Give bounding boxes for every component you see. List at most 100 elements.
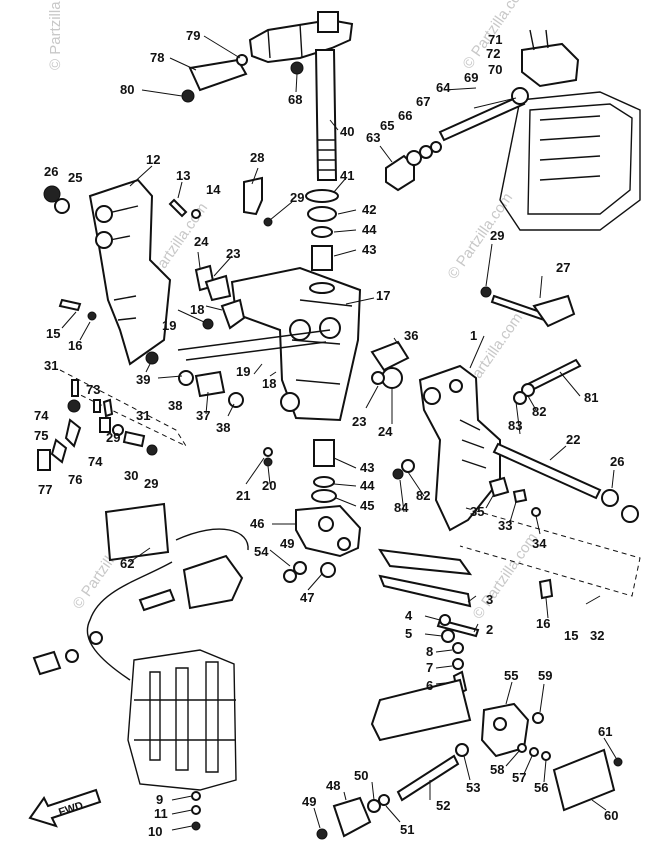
cable-bracket-assembly (32, 502, 249, 681)
bushing-43-top (311, 245, 333, 271)
callout-83: 83 (508, 418, 522, 433)
callout-32: 32 (590, 628, 604, 643)
callout-45: 45 (360, 498, 374, 513)
callout-6: 6 (426, 678, 433, 693)
callout-4: 4 (405, 608, 413, 623)
collar-69 (511, 87, 529, 105)
callout-26: 26 (44, 164, 58, 179)
callout-39: 39 (136, 372, 150, 387)
washer-67 (430, 141, 442, 153)
washer-57 (529, 747, 539, 757)
callout-23: 23 (226, 246, 240, 261)
washer-82-left (401, 459, 415, 473)
steering-arm-assembly (181, 11, 354, 181)
shaft-52 (396, 754, 460, 802)
left-clamp-bracket (43, 178, 201, 366)
collar-21 (263, 447, 273, 457)
callout-19: 19 (162, 318, 176, 333)
callout-18: 18 (262, 376, 276, 391)
callout-44: 44 (362, 222, 377, 237)
callout-29: 29 (106, 430, 120, 445)
callout-29: 29 (290, 190, 304, 205)
callout-27: 27 (556, 260, 570, 275)
washer-50 (367, 799, 381, 813)
callout-15: 15 (564, 628, 578, 643)
callout-30: 30 (124, 468, 138, 483)
callout-8: 8 (426, 644, 433, 659)
callout-41: 41 (340, 168, 354, 183)
swivel-bracket-17 (230, 266, 362, 422)
callout-43: 43 (362, 242, 376, 257)
pin-33 (512, 488, 528, 504)
right-clamp-bracket (392, 358, 641, 600)
washer-38-left (178, 370, 194, 386)
callout-24: 24 (378, 424, 393, 439)
plate-60 (552, 748, 616, 812)
washer-51 (378, 794, 390, 806)
bracket-62 (182, 554, 244, 610)
callout-71: 71 (488, 32, 502, 47)
callout-76: 76 (68, 472, 82, 487)
washer-7 (452, 658, 464, 670)
callout-22: 22 (566, 432, 580, 447)
nut-59 (532, 712, 544, 724)
callout-29: 29 (490, 228, 504, 243)
steering-shaft (314, 49, 338, 181)
washer-53 (455, 743, 469, 757)
callout-44: 44 (360, 478, 375, 493)
callout-labels: 1 2 3 4 5 6 7 8 9 10 11 12 13 14 15 15 1… (34, 28, 624, 839)
washer-4 (439, 614, 451, 626)
callout-14: 14 (206, 182, 221, 197)
callout-37: 37 (196, 408, 210, 423)
nut-29-right (480, 286, 492, 298)
bushing-23-left (204, 274, 232, 302)
callout-70: 70 (488, 62, 502, 77)
callout-31: 31 (44, 358, 58, 373)
callout-42: 42 (362, 202, 376, 217)
nut-68 (290, 61, 304, 75)
link-75 (64, 418, 82, 448)
callout-7: 7 (426, 660, 433, 675)
lower-unit-outline (127, 649, 237, 831)
callout-60: 60 (604, 808, 618, 823)
callout-16: 16 (68, 338, 82, 353)
callout-55: 55 (504, 668, 518, 683)
washer-20 (263, 457, 273, 467)
link-73 (93, 399, 101, 413)
callout-57: 57 (512, 770, 526, 785)
washer-11 (191, 805, 201, 815)
leader-lines (61, 35, 617, 831)
callout-66: 66 (398, 108, 412, 123)
nut-74 (67, 399, 81, 413)
washer-25 (54, 198, 70, 214)
clip-34 (531, 507, 541, 517)
bushing-48 (332, 796, 372, 838)
callout-59: 59 (538, 668, 552, 683)
callout-33: 33 (498, 518, 512, 533)
callout-23: 23 (352, 414, 366, 429)
clip-27 (532, 294, 576, 328)
washer-83 (513, 391, 527, 405)
nut-80 (181, 89, 195, 103)
callout-43: 43 (360, 460, 374, 475)
callout-67: 67 (416, 94, 430, 109)
callout-77: 77 (38, 482, 52, 497)
callout-24: 24 (194, 234, 209, 249)
callout-68: 68 (288, 92, 302, 107)
bracket-28 (243, 176, 263, 216)
callout-38: 38 (168, 398, 182, 413)
washer-47 (320, 562, 336, 578)
callout-3: 3 (486, 592, 493, 607)
callout-52: 52 (436, 798, 450, 813)
callout-82: 82 (532, 404, 546, 419)
pin-35 (488, 476, 510, 498)
callout-61: 61 (598, 724, 612, 739)
link-30 (122, 430, 146, 448)
callout-15: 15 (46, 326, 60, 341)
washer-16 (87, 311, 97, 321)
nut-26-right (601, 489, 619, 507)
washer-5 (441, 629, 455, 643)
nut-54 (283, 569, 297, 583)
callout-84: 84 (394, 500, 409, 515)
